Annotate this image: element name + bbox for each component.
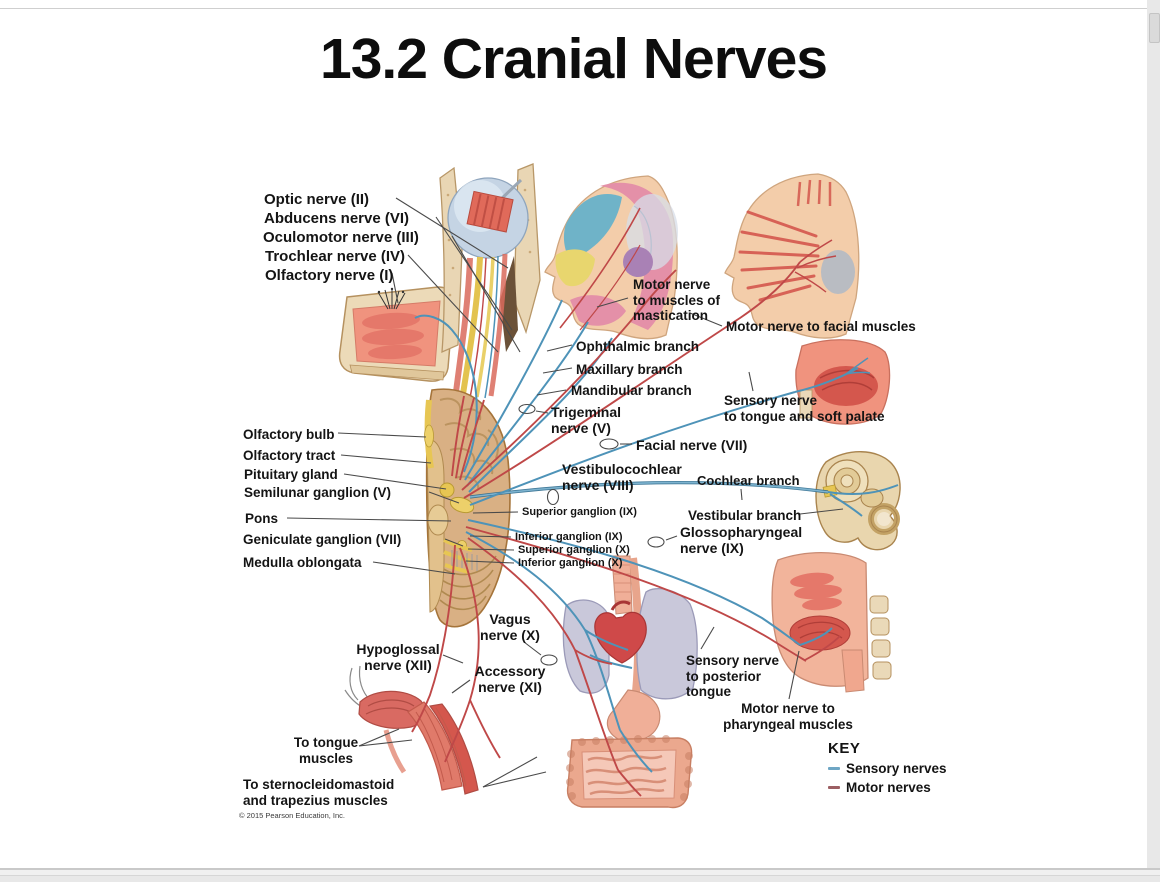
figure-key: KEY Sensory nerves Motor nerves [828, 740, 988, 795]
trigeminal-head-illustration [544, 175, 678, 340]
scrollbar-thumb[interactable] [1149, 13, 1160, 43]
slide-page [0, 0, 1147, 868]
leader-lines [286, 197, 844, 788]
pharynx-illustration [771, 552, 892, 693]
brain-illustration [424, 388, 511, 628]
slide-title: 13.2 Cranial Nerves [320, 27, 828, 91]
sensory-dash-icon [828, 767, 840, 770]
page-top-border [0, 8, 1147, 9]
orbit-eye-illustration [439, 163, 541, 399]
motor-dash-icon [828, 786, 840, 789]
neck-muscles-illustration [344, 665, 479, 795]
thorax-abdomen-illustration [562, 555, 698, 809]
sensory-nerve-lines [414, 299, 899, 773]
inner-ear-illustration [815, 451, 901, 551]
key-motor-label: Motor nerves [846, 780, 931, 795]
nasal-cavity-illustration [338, 286, 455, 382]
key-heading: KEY [828, 740, 861, 757]
facial-muscles-head-illustration [724, 173, 860, 339]
key-row-sensory: Sensory nerves [828, 761, 988, 776]
key-row-motor: Motor nerves [828, 780, 988, 795]
bottom-window-edge [0, 868, 1160, 882]
motor-nerve-lines [411, 261, 807, 797]
key-sensory-label: Sensory nerves [846, 761, 947, 776]
palate-mouth-illustration [794, 339, 891, 425]
